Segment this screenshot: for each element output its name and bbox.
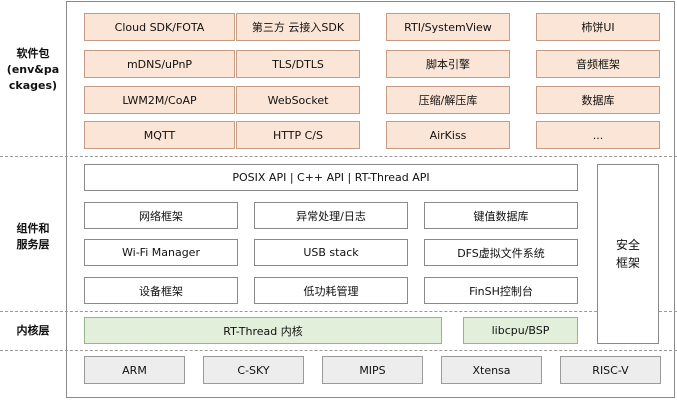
arch-box: RISC-V (560, 356, 661, 384)
package-box: 压缩/解压库 (386, 86, 510, 114)
service-box: 键值数据库 (424, 202, 578, 229)
service-box: USB stack (254, 239, 408, 266)
package-box: TLS/DTLS (236, 50, 360, 78)
separator-packages-services (0, 156, 677, 157)
packages-label-line: (env&pa (6, 63, 60, 76)
security-framework-box: 安全 框架 (597, 164, 659, 344)
kernel-label-text: 内核层 (16, 324, 50, 337)
service-box: 网络框架 (84, 202, 238, 229)
package-box: WebSocket (236, 86, 360, 114)
service-box: Wi-Fi Manager (84, 239, 238, 266)
package-box: 数据库 (536, 86, 660, 114)
packages-label-line: 软件包 (16, 47, 50, 60)
security-label-line: 框架 (615, 256, 640, 270)
package-box: ... (536, 121, 660, 149)
separator-kernel-arch (0, 350, 677, 351)
service-box: DFS虚拟文件系统 (424, 239, 578, 266)
api-bar: POSIX API | C++ API | RT-Thread API (84, 164, 578, 191)
package-box: mDNS/uPnP (84, 50, 235, 78)
arch-box: ARM (84, 356, 185, 384)
kernel-layer-label: 内核层 (2, 323, 64, 339)
package-box: MQTT (84, 121, 235, 149)
arch-box: Xtensa (441, 356, 542, 384)
diagram-frame (66, 1, 675, 398)
services-layer-label: 组件和 服务层 (2, 221, 64, 253)
package-box: RTI/SystemView (386, 13, 510, 41)
packages-layer-label: 软件包 (env&pa ckages) (2, 46, 64, 94)
package-box: 音频框架 (536, 50, 660, 78)
package-box: Cloud SDK/FOTA (84, 13, 235, 41)
security-label-line: 安全 (615, 238, 640, 252)
package-box: 第三方 云接入SDK (236, 13, 360, 41)
package-box: AirKiss (386, 121, 510, 149)
package-box: LWM2M/CoAP (84, 86, 235, 114)
service-box: 低功耗管理 (254, 277, 408, 304)
package-box: 柿饼UI (536, 13, 660, 41)
package-box: 脚本引擎 (386, 50, 510, 78)
service-box: FinSH控制台 (424, 277, 578, 304)
service-box: 异常处理/日志 (254, 202, 408, 229)
services-label-line: 服务层 (16, 238, 50, 251)
arch-box: MIPS (322, 356, 423, 384)
kernel-box: RT-Thread 内核 (84, 317, 442, 344)
separator-services-kernel (0, 311, 677, 312)
arch-box: C-SKY (203, 356, 304, 384)
libcpu-bsp-box: libcpu/BSP (463, 317, 578, 344)
package-box: HTTP C/S (236, 121, 360, 149)
service-box: 设备框架 (84, 277, 238, 304)
packages-label-line: ckages) (8, 79, 58, 92)
services-label-line: 组件和 (16, 222, 50, 235)
